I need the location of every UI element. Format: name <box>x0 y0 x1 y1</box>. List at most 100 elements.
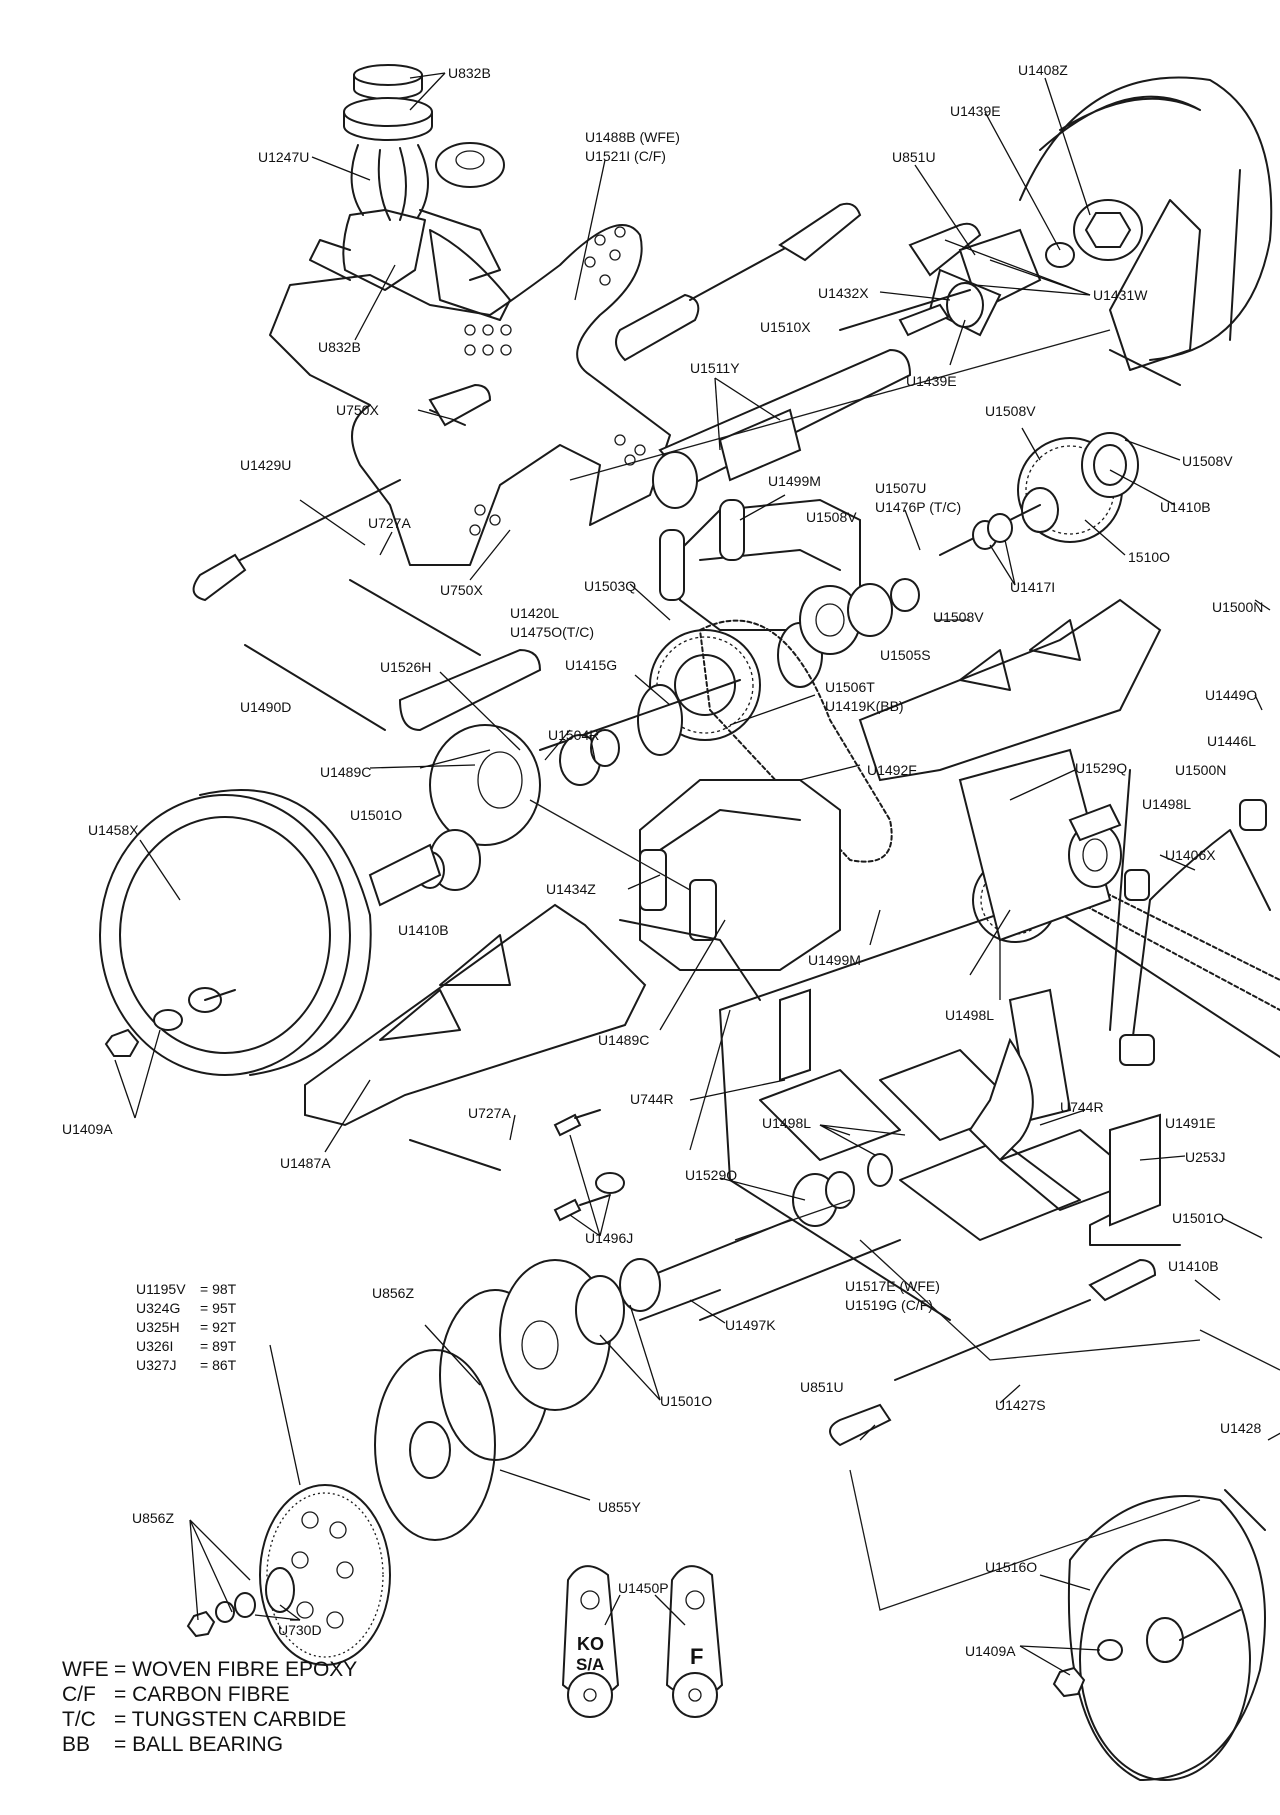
label-u1506t: U1506T <box>825 679 875 695</box>
center-shaft <box>652 348 912 509</box>
label-u1449o: U1449O <box>1205 687 1257 703</box>
tag-sa: S/A <box>576 1655 604 1674</box>
label-u1510x: U1510X <box>760 319 811 335</box>
legend-meaning-0: = WOVEN FIBRE EPOXY <box>114 1658 357 1681</box>
label-u851u-low: U851U <box>800 1379 844 1395</box>
left-brake-disc-assembly <box>368 648 542 907</box>
label-u750x-top: U750X <box>336 402 379 418</box>
legend-abbr-3: BB <box>62 1733 90 1756</box>
label-u1498l-low: U1498L <box>762 1115 811 1131</box>
screws <box>553 1109 625 1222</box>
label-u1410b-mid: U1410B <box>398 922 449 938</box>
label-u1511y: U1511Y <box>690 360 740 376</box>
label-u1498l-mid: U1498L <box>945 1007 994 1023</box>
label-u1491e: U1491E <box>1165 1115 1216 1131</box>
gear-part-1: U324G <box>136 1300 180 1316</box>
center-pulleys <box>539 578 920 786</box>
legend-abbr-0: WFE <box>62 1658 109 1681</box>
label-u1492f: U1492F <box>867 762 917 778</box>
label-u1446l: U1446L <box>1207 733 1256 749</box>
label-u1503q: U1503Q <box>584 578 636 594</box>
label-u1476p: U1476P (T/C) <box>875 499 961 515</box>
label-u1406x: U1406X <box>1165 847 1216 863</box>
guide-lines <box>529 329 1280 1611</box>
label-u1439e-top: U1439E <box>950 103 1001 119</box>
label-u1489c-top: U1489C <box>320 764 371 780</box>
label-u1432x: U1432X <box>818 285 869 301</box>
label-u1499m-top: U1499M <box>768 473 821 489</box>
steering-linkage <box>192 202 862 731</box>
gear-teeth-1: = 95T <box>200 1300 237 1316</box>
label-u1247u: U1247U <box>258 149 309 165</box>
label-u1408z: U1408Z <box>1018 62 1068 78</box>
label-u1498l-top: U1498L <box>1142 796 1191 812</box>
label-u1427s: U1427S <box>995 1397 1046 1413</box>
spur-gear <box>186 1484 391 1666</box>
label-u832b-mid: U832B <box>318 339 361 355</box>
label-u727a-top: U727A <box>368 515 411 531</box>
abbreviation-legend: WFE = WOVEN FIBRE EPOXY C/F = CARBON FIB… <box>62 1658 357 1756</box>
gear-teeth-4: = 86T <box>200 1357 237 1373</box>
label-u1429u: U1429U <box>240 457 291 473</box>
spur-gear-table: U1195V = 98T U324G = 95T U325H = 92T U32… <box>136 1281 237 1373</box>
left-lower-arm <box>304 903 647 1171</box>
brackets <box>968 1037 1181 1246</box>
label-u253j: U253J <box>1185 1149 1225 1165</box>
label-u856z-low: U856Z <box>132 1510 174 1526</box>
gear-part-4: U327J <box>136 1357 176 1373</box>
right-pulley-assembly <box>939 432 1139 556</box>
label-u1508v-a: U1508V <box>985 403 1036 419</box>
label-u744r-left: U744R <box>630 1091 674 1107</box>
label-u1489c-mid: U1489C <box>598 1032 649 1048</box>
label-u1497k: U1497K <box>725 1317 776 1333</box>
tag-ko: KO <box>577 1634 604 1654</box>
label-u1458x: U1458X <box>88 822 139 838</box>
front-right-wheel <box>1052 1489 1266 1782</box>
label-u1529q-low: U1529Q <box>685 1167 737 1183</box>
label-u1428: U1428 <box>1220 1420 1261 1436</box>
right-suspension <box>958 748 1271 1066</box>
leader-lines <box>114 72 1280 1676</box>
label-u1496j: U1496J <box>585 1230 633 1246</box>
rear-left-wheel <box>99 789 372 1076</box>
label-u1508v-c: U1508V <box>806 509 857 525</box>
label-u1499m-mid: U1499M <box>808 952 861 968</box>
part-labels: U832B U1247U U832B U1488B (WFE) U1521I (… <box>62 62 1263 1659</box>
legend-abbr-1: C/F <box>62 1683 96 1706</box>
label-u1508v-d: U1508V <box>933 609 984 625</box>
label-u1415g: U1415G <box>565 657 617 673</box>
label-u856z-top: U856Z <box>372 1285 414 1301</box>
label-u832b-top: U832B <box>448 65 491 81</box>
label-u1488b: U1488B (WFE) <box>585 129 680 145</box>
label-u1510o: 1510O <box>1128 549 1170 565</box>
legend-meaning-2: = TUNGSTEN CARBIDE <box>114 1708 346 1731</box>
gear-teeth-2: = 92T <box>200 1319 237 1335</box>
lower-steering-rod <box>829 1258 1157 1447</box>
legend-meaning-1: = CARBON FIBRE <box>114 1683 290 1706</box>
gear-part-0: U1195V <box>136 1281 186 1297</box>
tag-letters: KO S/A F <box>576 1634 703 1674</box>
label-u1450p: U1450P <box>618 1580 669 1596</box>
label-u1526h: U1526H <box>380 659 431 675</box>
label-u851u-top: U851U <box>892 149 936 165</box>
label-u744r-right: U744R <box>1060 1099 1104 1115</box>
label-u1519g: U1519G (C/F) <box>845 1297 933 1313</box>
label-u1500n-top: U1500N <box>1212 599 1263 615</box>
label-u730d: U730D <box>278 1622 322 1638</box>
label-u1516o: U1516O <box>985 1559 1037 1575</box>
label-u1475o: U1475O(T/C) <box>510 624 594 640</box>
bulkhead-lower <box>619 779 841 1001</box>
gear-part-3: U326I <box>136 1338 173 1354</box>
label-u1508v-b: U1508V <box>1182 453 1233 469</box>
legend-abbr-2: T/C <box>62 1708 96 1731</box>
label-u1409a-right: U1409A <box>965 1643 1016 1659</box>
servo-saver-assembly <box>309 64 511 321</box>
label-u1420l: U1420L <box>510 605 559 621</box>
label-u750x-mid: U750X <box>440 582 483 598</box>
label-u1517e: U1517E (WFE) <box>845 1278 940 1294</box>
gear-part-2: U325H <box>136 1319 180 1335</box>
label-u1521i: U1521I (C/F) <box>585 148 666 164</box>
label-u1409a-left: U1409A <box>62 1121 113 1137</box>
label-u1529q-top: U1529Q <box>1075 760 1127 776</box>
